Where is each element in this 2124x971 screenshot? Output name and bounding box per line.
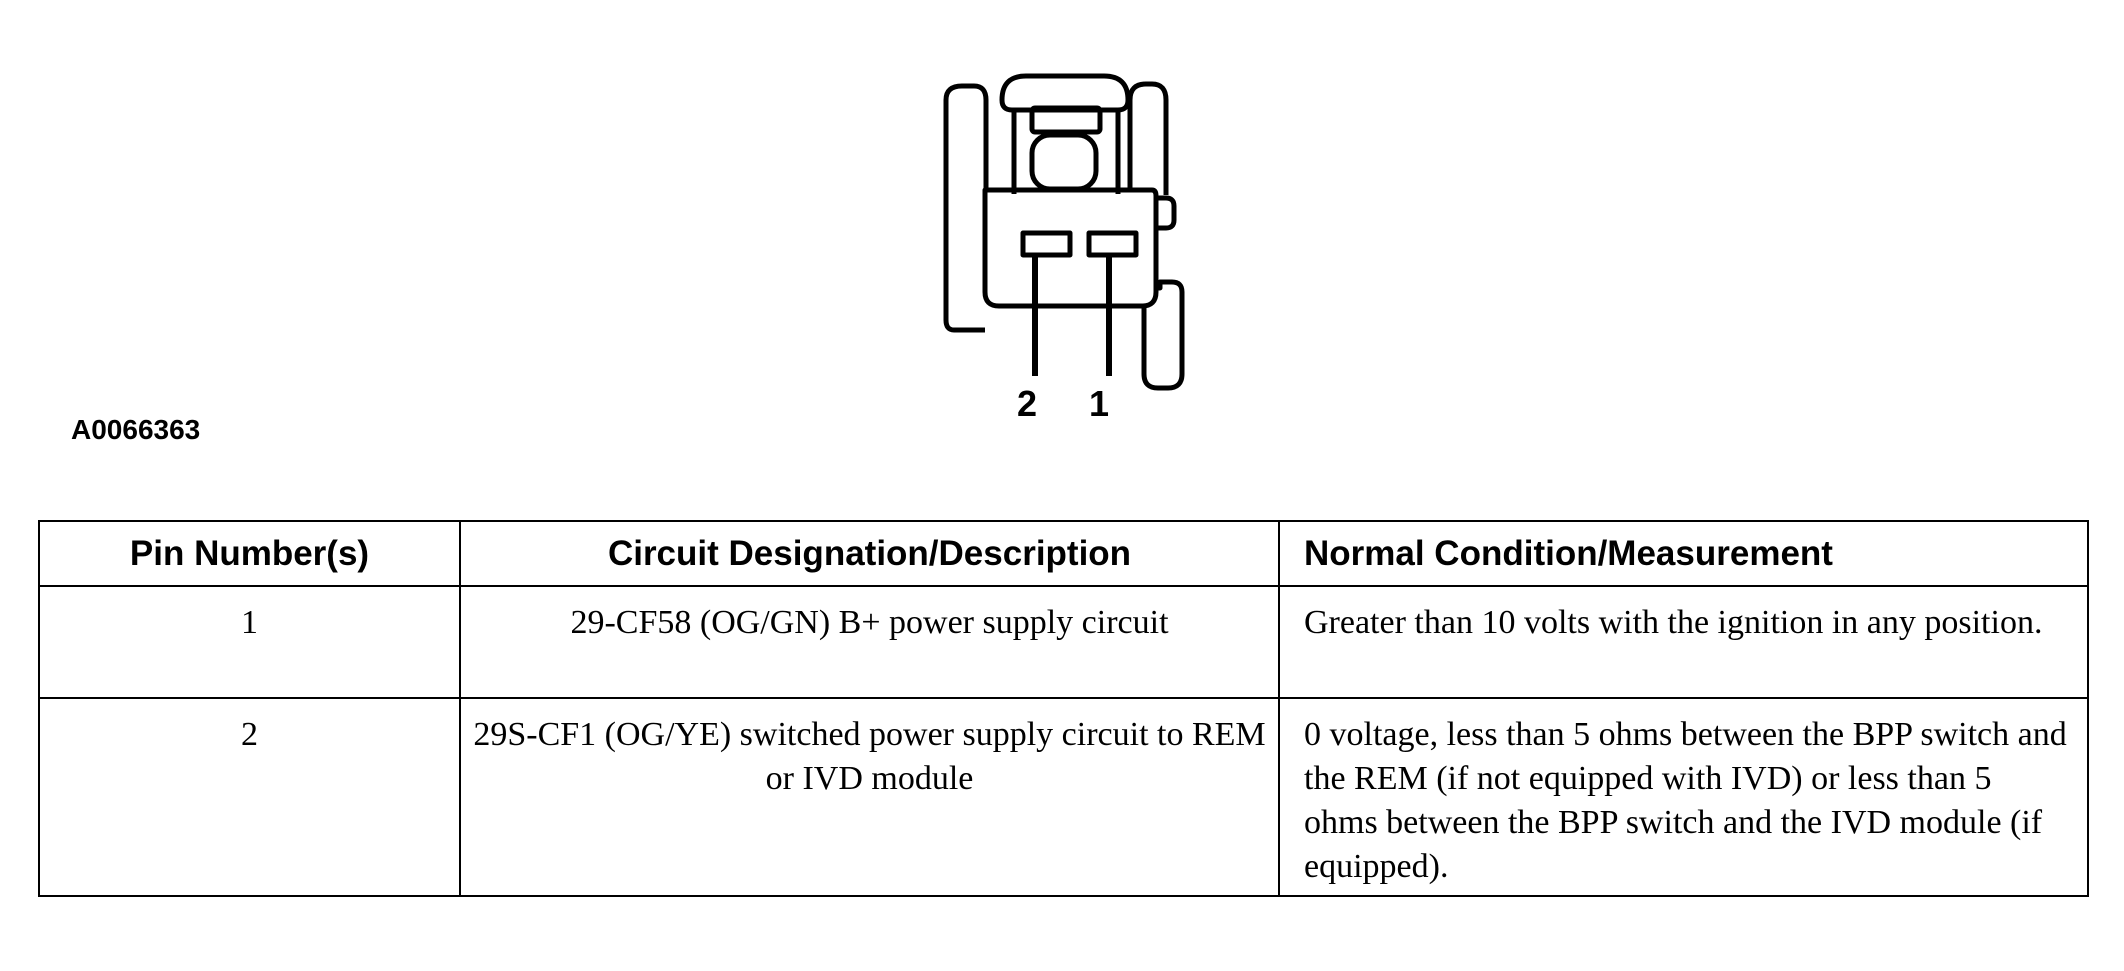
pin-cavity-2 <box>1020 230 1073 258</box>
table-row: 1 29-CF58 (OG/GN) B+ power supply circui… <box>38 585 2089 699</box>
pin-label-1: 1 <box>1089 383 1110 424</box>
right-latch-arm <box>1127 81 1169 195</box>
tower <box>1011 112 1121 194</box>
header-pin-number: Pin Number(s) <box>38 520 461 587</box>
side-bump <box>1156 195 1177 231</box>
pinout-table: Pin Number(s) Circuit Designation/Descri… <box>38 520 2089 897</box>
cell-circuit: 29-CF58 (OG/GN) B+ power supply circuit <box>459 585 1280 699</box>
pin-label-2: 2 <box>1017 383 1038 424</box>
cell-measurement: Greater than 10 volts with the ignition … <box>1278 585 2089 699</box>
cell-circuit: 29S-CF1 (OG/YE) switched power supply ci… <box>459 697 1280 897</box>
table-row: 2 29S-CF1 (OG/YE) switched power supply … <box>38 697 2089 897</box>
figure-id: A0066363 <box>71 414 201 445</box>
top-rectangle <box>1029 105 1103 135</box>
connector-diagram <box>943 73 1185 391</box>
header-circuit: Circuit Designation/Description <box>459 520 1280 587</box>
connector-body <box>982 187 1159 309</box>
table-header-row: Pin Number(s) Circuit Designation/Descri… <box>38 520 2089 587</box>
cell-pin: 1 <box>38 585 461 699</box>
cell-pin: 2 <box>38 697 461 897</box>
top-tab <box>999 73 1131 113</box>
pin-cavity-1 <box>1086 230 1139 258</box>
left-latch-arm <box>943 83 989 333</box>
cell-measurement: 0 voltage, less than 5 ohms between the … <box>1278 697 2089 897</box>
header-measurement: Normal Condition/Measurement <box>1278 520 2089 587</box>
lower-lock <box>1141 279 1185 391</box>
center-latch <box>1029 132 1099 192</box>
